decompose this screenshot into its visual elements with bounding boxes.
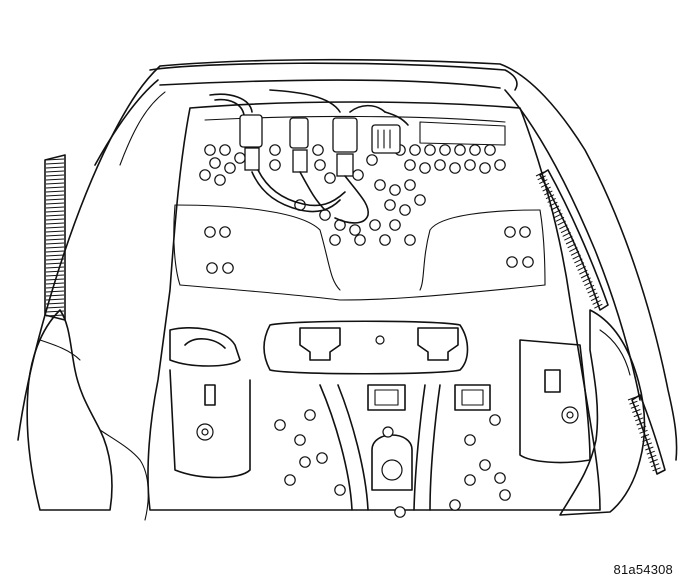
- center-bracket: [263, 320, 469, 375]
- left-hatched-strip: [44, 154, 66, 321]
- wiring-connectors: [209, 89, 409, 224]
- perforation-holes: [199, 144, 534, 518]
- right-hatched-strip: [535, 169, 666, 475]
- figure-id-label: 81a54308: [613, 562, 673, 577]
- seat-back-outer-frame: [17, 58, 678, 461]
- left-lower-bracket: [169, 327, 251, 479]
- left-hand: [26, 309, 149, 521]
- right-hand: [559, 309, 646, 516]
- seat-back-panel: [147, 101, 601, 511]
- center-channels: [319, 384, 491, 511]
